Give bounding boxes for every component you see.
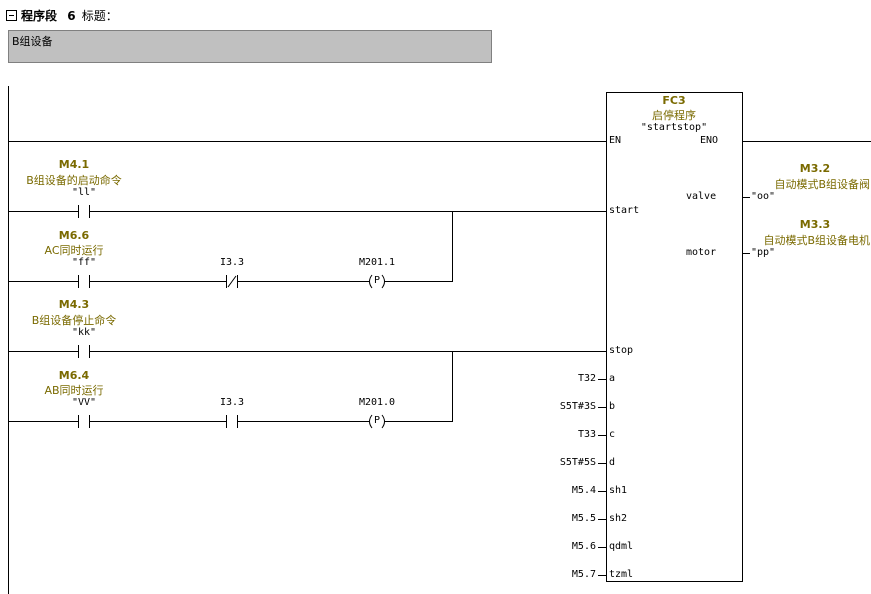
network-comment[interactable]: B组设备 bbox=[8, 30, 492, 63]
fc-pin-eno: ENO bbox=[700, 135, 719, 146]
input-value-b[interactable]: S5T#3S bbox=[559, 401, 596, 412]
coil-1-letter: P bbox=[373, 275, 381, 286]
network-label: 程序段 bbox=[21, 9, 58, 23]
input-value-c[interactable]: T33 bbox=[577, 429, 596, 440]
output-motor-address: M3.3 bbox=[799, 218, 831, 231]
output-valve-comment: 自动模式B组设备阀 bbox=[774, 178, 870, 191]
output-motor-comment: 自动模式B组设备电机 bbox=[763, 234, 870, 247]
contact-i2-icon bbox=[226, 415, 238, 428]
input-value-tzml[interactable]: M5.7 bbox=[571, 569, 596, 580]
input-value-sh1[interactable]: M5.4 bbox=[571, 485, 596, 496]
network-number: 6 bbox=[67, 9, 76, 23]
contact-1-comment: B组设备的启动命令 bbox=[26, 174, 122, 187]
contact-2-address: M6.6 bbox=[58, 229, 90, 242]
contact-4-comment: AB同时运行 bbox=[44, 384, 104, 397]
fc-pin-start: start bbox=[609, 205, 640, 216]
contact-1-icon bbox=[78, 205, 90, 218]
fc-pin-valve: valve bbox=[686, 191, 717, 202]
fc-block-box bbox=[606, 92, 743, 582]
fc-block-name[interactable]: FC3 bbox=[662, 94, 686, 107]
contact-4-address: M6.4 bbox=[58, 369, 90, 382]
collapse-toggle-icon[interactable] bbox=[6, 10, 17, 21]
fc-pin-sh2: sh2 bbox=[609, 513, 628, 524]
fc-pin-tzml: tzml bbox=[609, 569, 634, 580]
contact-2-comment: AC同时运行 bbox=[44, 244, 104, 257]
input-value-sh2[interactable]: M5.5 bbox=[571, 513, 596, 524]
contact-i1-operand[interactable]: I3.3 bbox=[219, 257, 245, 268]
network-title-label: 标题： bbox=[81, 9, 118, 23]
fc-pin-d: d bbox=[609, 457, 616, 468]
fc-pin-motor: motor bbox=[686, 247, 717, 258]
network-header: 程序段 6 标题： bbox=[6, 7, 118, 24]
contact-1-symbol[interactable]: "ll" bbox=[71, 187, 97, 198]
coil-1-operand[interactable]: M201.1 bbox=[358, 257, 396, 268]
output-valve-symbol[interactable]: "oo" bbox=[751, 191, 776, 202]
input-value-qdml[interactable]: M5.6 bbox=[571, 541, 596, 552]
fc-pin-en: EN bbox=[609, 135, 622, 146]
fc-pin-stop: stop bbox=[609, 345, 634, 356]
contact-1-address: M4.1 bbox=[58, 158, 90, 171]
fc-block-symbol: "startstop" bbox=[640, 122, 708, 133]
fc-pin-b: b bbox=[609, 401, 616, 412]
contact-4-icon bbox=[78, 415, 90, 428]
contact-3-comment: B组设备停止命令 bbox=[31, 314, 117, 327]
contact-3-address: M4.3 bbox=[58, 298, 90, 311]
fc-pin-qdml: qdml bbox=[609, 541, 634, 552]
contact-i1-nc-icon bbox=[226, 275, 238, 288]
input-value-a[interactable]: T32 bbox=[577, 373, 596, 384]
coil-2-letter: P bbox=[373, 415, 381, 426]
fc-block-description: 启停程序 bbox=[652, 109, 696, 122]
fc-pin-a: a bbox=[609, 373, 616, 384]
contact-2-symbol[interactable]: "ff" bbox=[71, 257, 97, 268]
coil-1-icon bbox=[369, 274, 385, 289]
contact-i2-operand[interactable]: I3.3 bbox=[219, 397, 245, 408]
input-value-d[interactable]: S5T#5S bbox=[559, 457, 596, 468]
output-motor-symbol[interactable]: "pp" bbox=[751, 247, 776, 258]
output-valve-address: M3.2 bbox=[799, 162, 831, 175]
contact-4-symbol[interactable]: "VV" bbox=[71, 397, 97, 408]
coil-2-operand[interactable]: M201.0 bbox=[358, 397, 396, 408]
contact-2-icon bbox=[78, 275, 90, 288]
coil-2-icon bbox=[369, 414, 385, 429]
contact-3-symbol[interactable]: "kk" bbox=[71, 327, 97, 338]
contact-3-icon bbox=[78, 345, 90, 358]
fc-pin-c: c bbox=[609, 429, 616, 440]
fc-pin-sh1: sh1 bbox=[609, 485, 628, 496]
